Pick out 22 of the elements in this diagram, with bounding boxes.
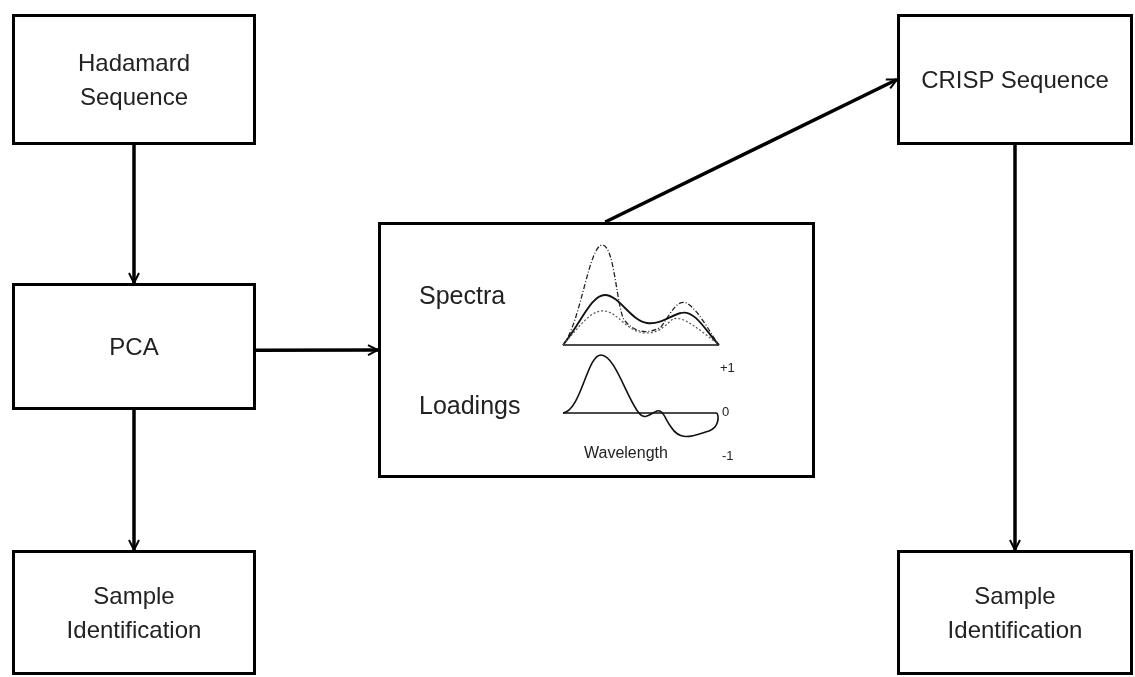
arrow (1009, 145, 1021, 551)
process-box (12, 283, 256, 410)
tick-label: +1 (720, 361, 735, 374)
box-label: CRISP Sequence (921, 64, 1109, 95)
axis-label: Wavelength (584, 445, 668, 461)
arrow (256, 344, 379, 357)
plot-label: Loadings (419, 393, 521, 418)
box-label: Sample Identification (65, 580, 203, 645)
plot-label: Spectra (419, 283, 506, 308)
arrow (604, 77, 898, 224)
tick-label: 0 (722, 405, 730, 418)
box-label: Sample Identification (946, 580, 1084, 645)
process-box (897, 550, 1133, 675)
process-box (12, 14, 256, 145)
plot-box (378, 222, 815, 478)
arrow (128, 145, 140, 284)
box-label: PCA (109, 331, 159, 362)
box-label: Hadamard Sequence (76, 47, 192, 112)
process-box (12, 550, 256, 675)
tick-label: -1 (722, 449, 734, 462)
arrow (128, 410, 140, 551)
process-box (897, 14, 1133, 145)
